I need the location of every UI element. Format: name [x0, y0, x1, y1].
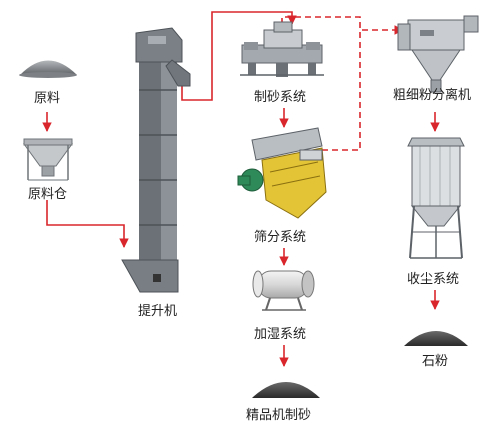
dashed-screening-to-separator [322, 30, 361, 151]
line-elevator-to-sandmaker [181, 11, 297, 101]
fine-sand-pile [252, 382, 320, 398]
dust-collector-illustration [407, 137, 465, 259]
stone-powder-pile [404, 331, 468, 346]
label-screening: 筛分系统 [254, 230, 307, 245]
raw-bin-illustration [23, 138, 73, 181]
label-fine-sand: 精品机制砂 [246, 408, 312, 423]
label-stone-powder: 石粉 [422, 354, 449, 369]
raw-material-pile [19, 60, 77, 78]
label-elevator: 提升机 [138, 304, 178, 319]
separator-illustration [397, 15, 479, 93]
flow-lines [42, 11, 440, 367]
label-raw-material: 原料 [34, 91, 61, 106]
bucket-elevator-illustration [121, 27, 191, 293]
humidifier-illustration [252, 270, 315, 311]
line-bin-to-elevator [46, 200, 129, 248]
label-separator: 粗细粉分离机 [393, 88, 472, 103]
label-humidifier: 加湿系统 [254, 327, 307, 342]
sand-maker-illustration [240, 21, 324, 77]
dashed-sandmaker-to-separator [281, 16, 404, 35]
label-dust-system: 收尘系统 [407, 272, 460, 287]
screening-illustration [237, 127, 327, 219]
label-sand-maker: 制砂系统 [254, 90, 307, 105]
label-raw-bin: 原料仓 [28, 187, 68, 202]
